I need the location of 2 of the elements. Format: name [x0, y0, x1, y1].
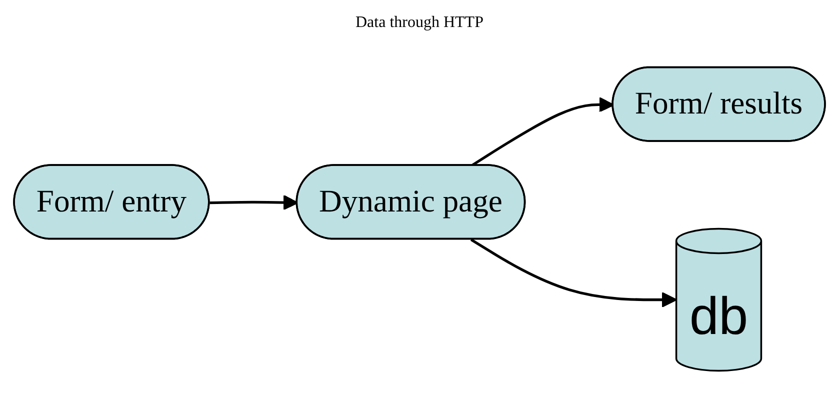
note-text: Data through HTTP: [356, 14, 484, 31]
arrow: [470, 238, 677, 308]
